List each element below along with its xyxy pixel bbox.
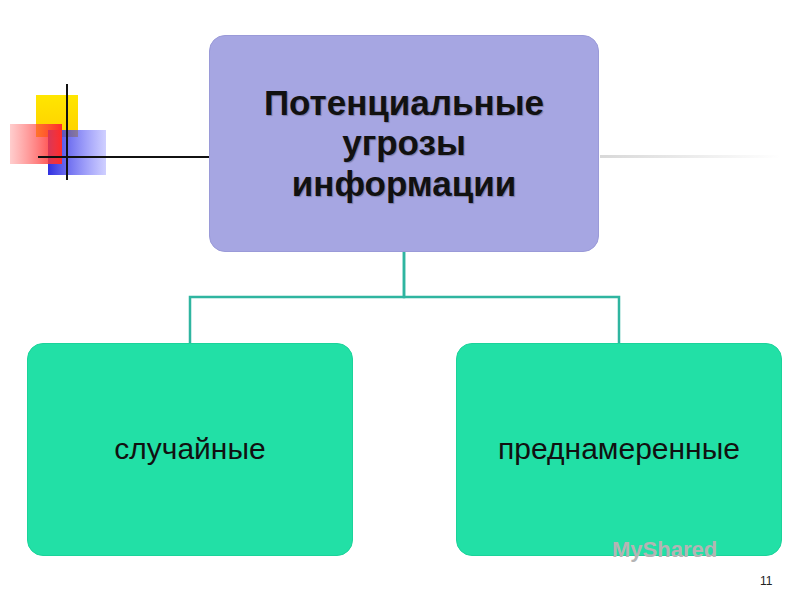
watermark: MyShared — [612, 537, 717, 563]
title-box: Потенциальные угрозы информации — [209, 35, 599, 252]
box-text: случайные — [114, 432, 265, 467]
decor-line — [38, 156, 212, 158]
box-text: Потенциальные угрозы информации — [228, 83, 580, 204]
page-number: 11 — [760, 574, 772, 588]
decor-line — [66, 84, 68, 180]
box-text: преднамеренные — [498, 432, 740, 467]
tree-connector — [190, 252, 404, 343]
tree-connector — [404, 252, 619, 343]
category-box: преднамеренные — [456, 343, 782, 556]
decor-line — [600, 155, 780, 158]
category-box: случайные — [27, 343, 353, 556]
